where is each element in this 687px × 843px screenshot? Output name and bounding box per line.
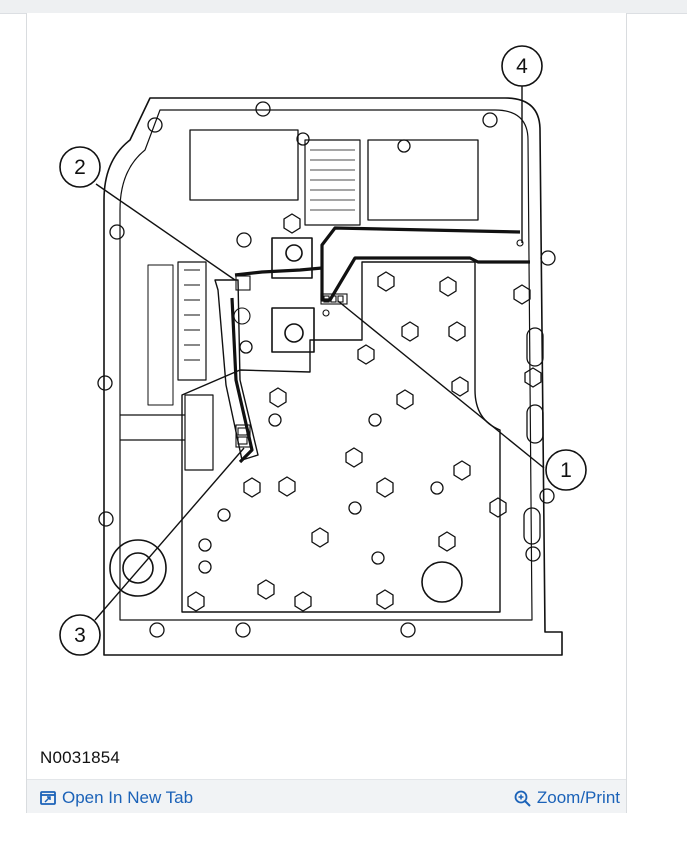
leader-line-3 (94, 447, 245, 621)
callout-1-label: 1 (560, 459, 572, 482)
open-new-tab-label: Open In New Tab (62, 788, 194, 807)
spring-pack (304, 139, 361, 226)
leader-line-2 (95, 183, 236, 281)
callout-2-circle (59, 146, 101, 188)
zoom-print-link[interactable]: Zoom/Print (514, 788, 620, 808)
callout-3-circle (59, 614, 101, 656)
callout-4-circle (501, 45, 543, 87)
harness-bracket (214, 279, 259, 461)
callout-1-circle (545, 449, 587, 491)
open-new-tab-link[interactable]: Open In New Tab (40, 788, 193, 808)
zoom-print-label: Zoom/Print (536, 788, 620, 807)
leader-line-1 (337, 300, 545, 469)
gasket-outline (119, 109, 533, 621)
callout-2-label: 2 (74, 156, 86, 179)
wire-harness-top (320, 226, 530, 302)
separator-plate (181, 261, 501, 613)
open-new-tab-icon (40, 791, 56, 805)
upper-housing-left (189, 129, 299, 201)
magnifier-plus-icon (514, 790, 531, 807)
figure-action-bar: Open In New Tab Zoom/Print (27, 779, 626, 813)
case-outline (103, 97, 563, 656)
solenoid-upper (271, 237, 313, 279)
callout-3-label: 3 (74, 624, 86, 647)
valve-stack (177, 261, 207, 381)
drain-plug (109, 539, 167, 597)
wire-harness-left (230, 297, 254, 464)
figure-caption: N0031854 (40, 748, 121, 767)
callout-4-label: 4 (516, 55, 528, 78)
solenoid-lower (271, 307, 315, 353)
wire-harness-mid (234, 266, 323, 277)
upper-housing-right (367, 139, 479, 221)
